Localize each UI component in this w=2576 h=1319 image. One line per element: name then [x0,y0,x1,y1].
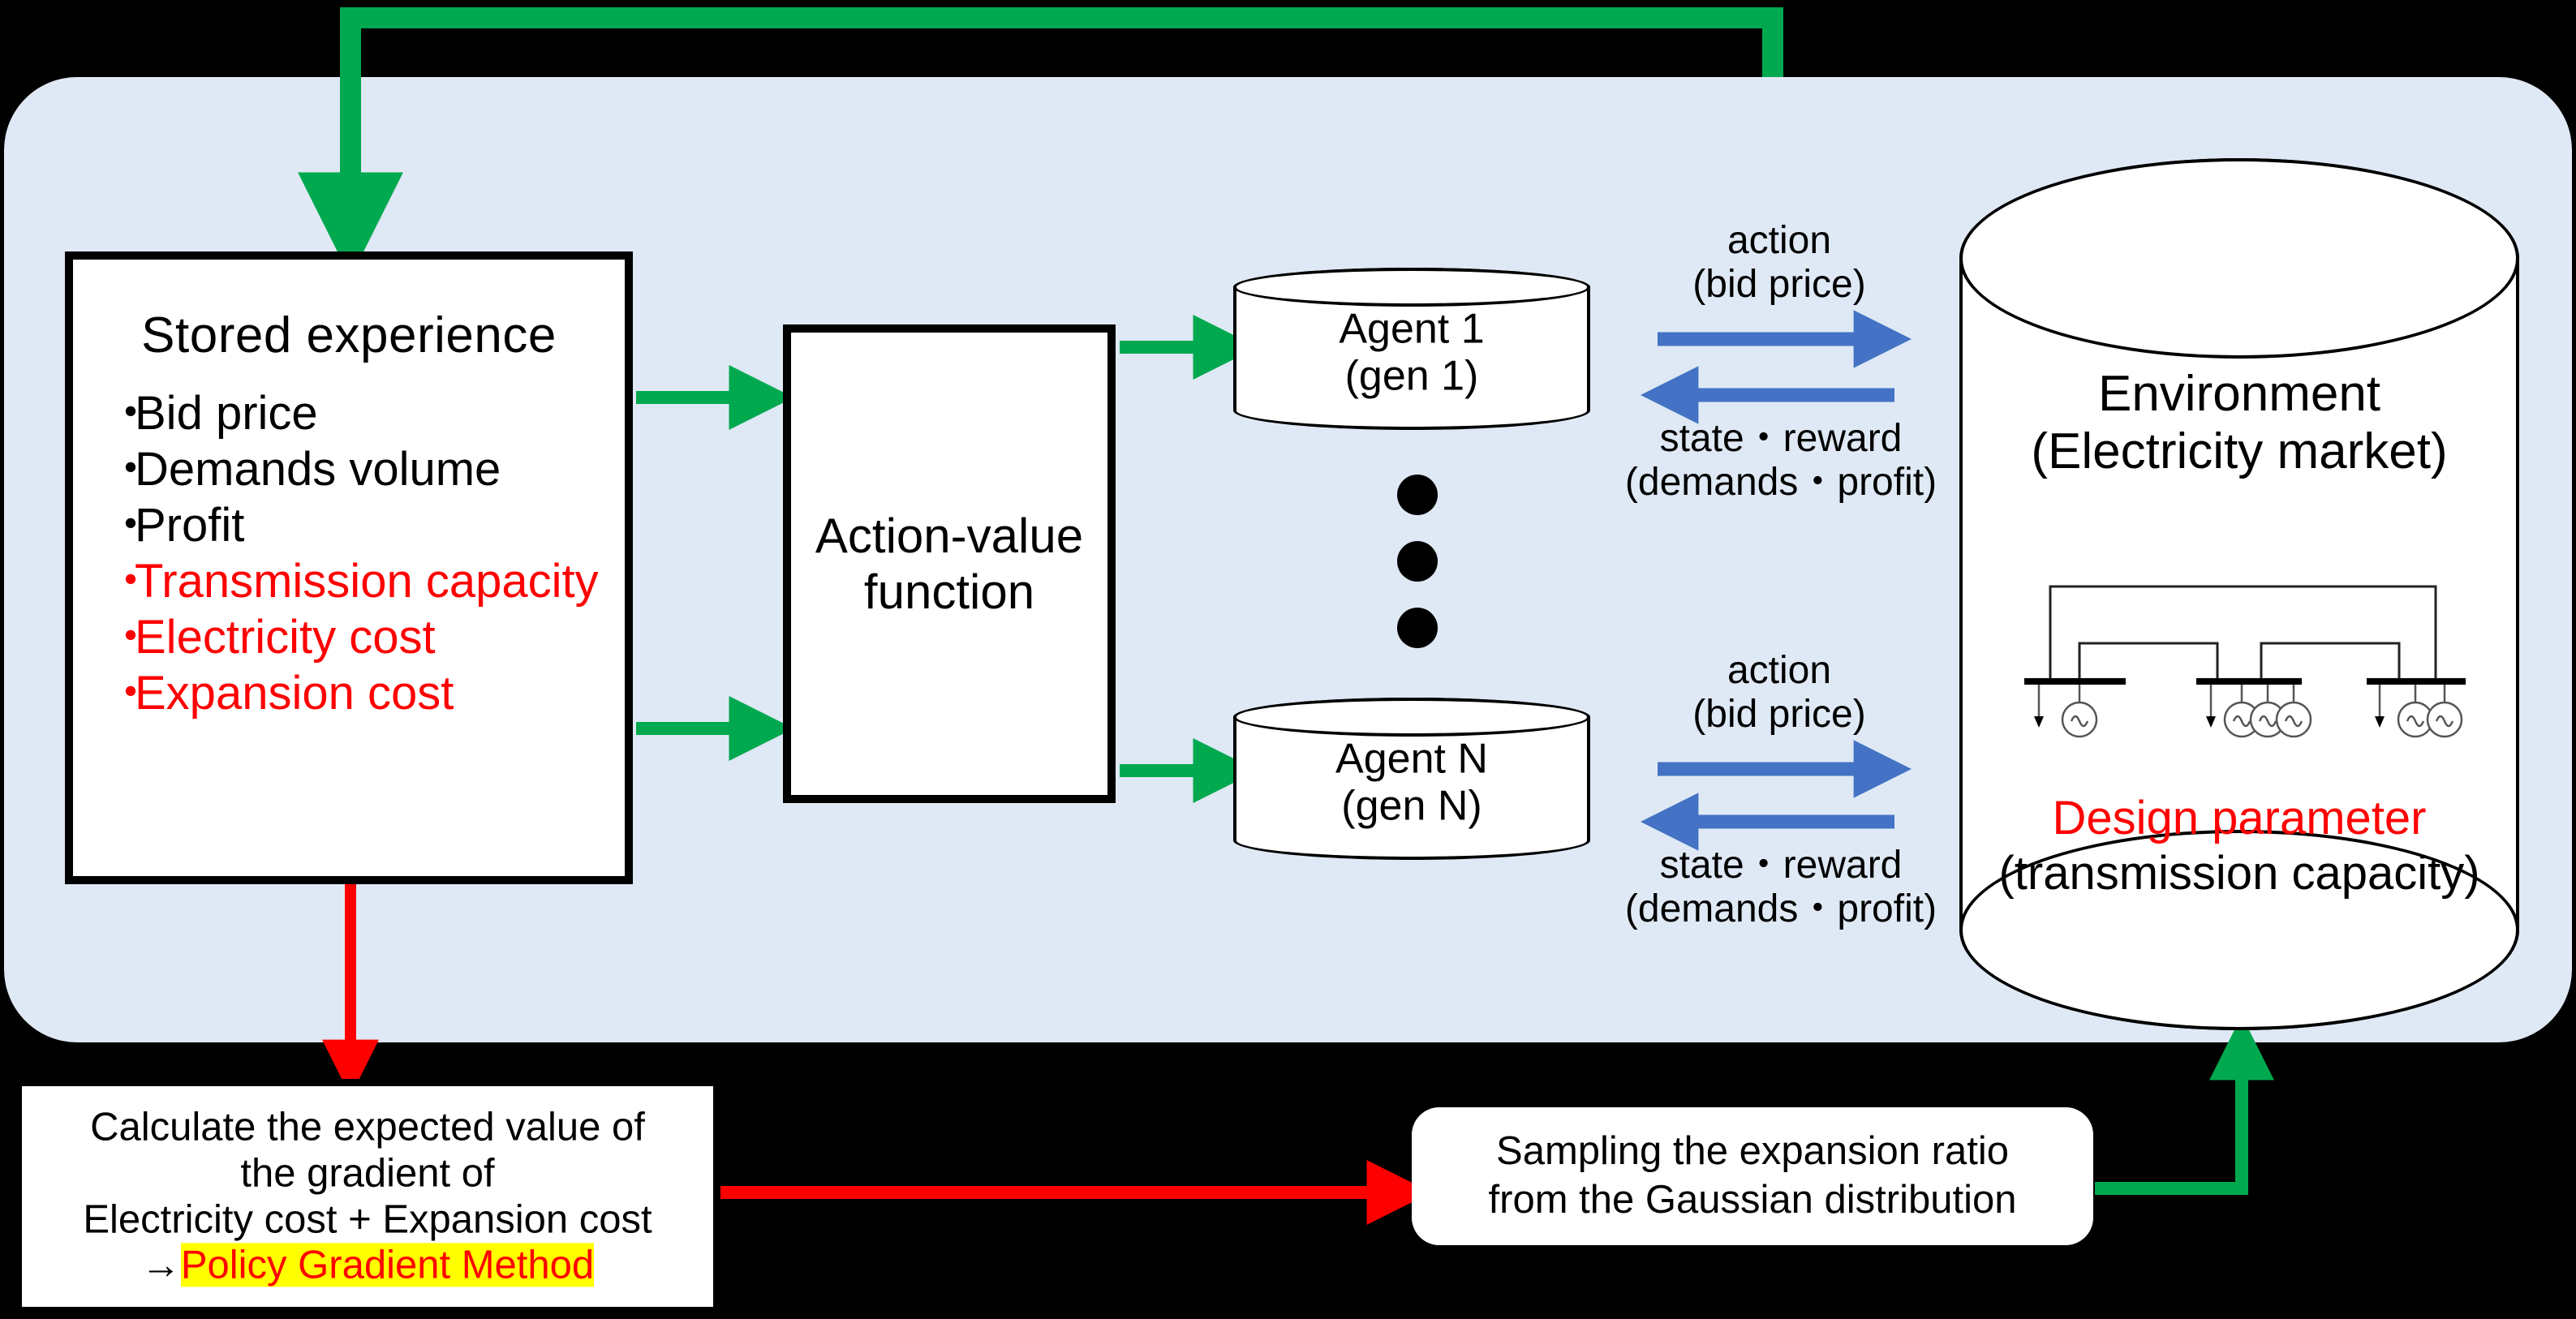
calc-line1: Calculate the expected value of [90,1105,645,1149]
gradient-calculation-text: Calculate the expected value of the grad… [22,1104,713,1288]
agent1-action-line1: action [1727,219,1832,262]
design-parameter-title: Design parameter [2052,792,2427,844]
stored-experience-box: Stored experience ・Bid price ・Demands vo… [65,251,633,884]
list-item: ・Transmission capacity [107,553,599,609]
list-item: ・Electricity cost [107,609,599,665]
agent-1-label: Agent 1 (gen 1) [1233,305,1590,399]
environment-cylinder: Environment (Electricity market) [1959,158,2519,1030]
agent1-feedback-line2: (demands・profit) [1624,460,1937,504]
sampling-line1: Sampling the expansion ratio [1496,1129,2009,1174]
agentN-feedback-label: state・reward (demands・profit) [1615,844,1947,931]
design-parameter-detail: (transmission capacity) [1998,847,2480,900]
bullet-icon: ・ [107,555,155,608]
agentN-action-line1: action [1727,649,1832,692]
environment-top-ellipse [1959,158,2519,359]
list-item: ・Expansion cost [107,665,599,721]
design-parameter-label: Design parameter (transmission capacity) [1948,791,2531,902]
agentN-action-line2: (bid price) [1692,692,1866,736]
action-value-function-box: Action-value function [783,324,1116,803]
list-item: ・Demands volume [107,441,599,497]
agent-1-cylinder: Agent 1 (gen 1) [1233,268,1590,430]
list-item-label: Demands volume [135,443,501,496]
list-item-label: Profit [135,499,245,552]
ellipsis-dot [1397,475,1438,515]
agentN-feedback-line2: (demands・profit) [1624,887,1937,930]
agent-n-name: Agent N [1335,735,1488,783]
calc-line3: Electricity cost + Expansion cost [83,1197,652,1241]
list-item-label: Transmission capacity [135,555,599,608]
action-value-function-label: Action-value function [791,508,1107,620]
power-grid-schematic-icon [2024,585,2466,738]
avf-line1: Action-value [815,509,1084,563]
agent1-feedback-label: state・reward (demands・profit) [1615,417,1947,505]
agent-1-sub: (gen 1) [1344,352,1479,400]
stored-experience-title: Stored experience [141,307,557,363]
sampling-box-text: Sampling the expansion ratio from the Ga… [1412,1128,2093,1225]
agent1-action-line2: (bid price) [1692,262,1866,306]
bullet-icon: ・ [107,667,155,720]
gradient-calculation-box: Calculate the expected value of the grad… [15,1079,720,1314]
avf-line2: function [863,565,1035,619]
stored-experience-list: ・Bid price ・Demands volume ・Profit ・Tran… [107,385,599,721]
sampling-line2: from the Gaussian distribution [1488,1178,2017,1222]
calc-line2: the gradient of [240,1151,495,1196]
agent-n-label: Agent N (gen N) [1233,735,1590,829]
environment-title: Environment (Electricity market) [1948,365,2531,481]
ellipsis-dot [1397,541,1438,582]
cylinder-top [1233,698,1590,737]
bullet-icon: ・ [107,387,155,440]
policy-gradient-method-highlight: Policy Gradient Method [180,1243,595,1287]
environment-title-line2: (Electricity market) [2031,423,2448,480]
agents-ellipsis [1397,475,1438,674]
list-item: ・Bid price [107,385,599,441]
environment-bottom-ellipse [1959,829,2519,1030]
bullet-icon: ・ [107,443,155,496]
agentN-feedback-line1: state・reward [1659,844,1903,887]
agent1-feedback-line1: state・reward [1659,417,1903,460]
list-item-label: Expansion cost [135,667,454,720]
sampling-box: Sampling the expansion ratio from the Ga… [1412,1107,2093,1245]
ellipsis-dot [1397,608,1438,648]
agent-n-cylinder: Agent N (gen N) [1233,698,1590,860]
agentN-action-label: action (bid price) [1658,649,1901,737]
list-item-label: Bid price [135,387,318,440]
list-item-label: Electricity cost [135,611,436,664]
bullet-icon: ・ [107,499,155,552]
bullet-icon: ・ [107,611,155,664]
agent-1-name: Agent 1 [1339,305,1485,353]
agent1-action-label: action (bid price) [1658,219,1901,307]
calc-arrow-prefix: → [140,1243,181,1287]
sampling-to-env-arrow [2095,1015,2274,1195]
cylinder-top [1233,268,1590,307]
agent-n-sub: (gen N) [1341,782,1482,830]
environment-title-line1: Environment [2097,366,2381,422]
list-item: ・Profit [107,497,599,553]
